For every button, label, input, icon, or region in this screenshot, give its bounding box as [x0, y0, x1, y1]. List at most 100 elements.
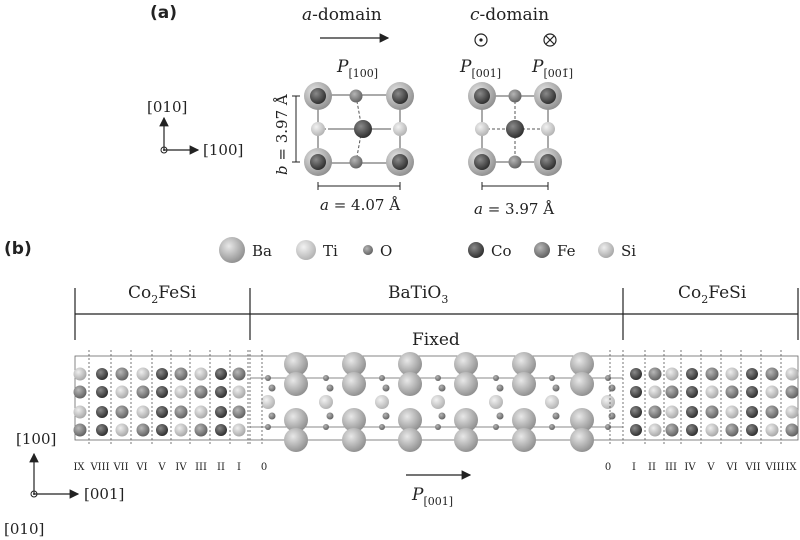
out-of-plane-icon: [474, 33, 488, 47]
si-atom: [785, 405, 799, 419]
superlattice-polarization-label: P[001]: [411, 485, 453, 508]
o-atom: [438, 412, 446, 420]
co-atom: [746, 424, 758, 436]
fe-atom: [725, 385, 739, 399]
o-atom: [268, 384, 276, 392]
ba-core: [310, 88, 326, 104]
o-atom: [475, 122, 489, 136]
panel-a-axes: [010] [100]: [147, 98, 243, 159]
o-atom: [435, 375, 441, 381]
fe-atom: [115, 405, 129, 419]
ba-atom: [512, 408, 536, 432]
fe-atom: [785, 423, 799, 437]
layer-label-left: V: [157, 462, 166, 473]
co-atom: [686, 406, 698, 418]
c-domain-title: c-domain: [470, 5, 549, 25]
ba-atom: [398, 428, 422, 452]
layer-label-right: IX: [785, 462, 797, 473]
co-atom: [686, 386, 698, 398]
layer-label-right: VIII: [764, 462, 784, 473]
layer-label-right: V: [706, 462, 715, 473]
a-domain-polarization-label: P[100]: [336, 57, 378, 80]
ti-atom: [354, 120, 372, 138]
co-atom: [156, 406, 168, 418]
ti-atom: [545, 395, 559, 409]
o-atom: [323, 375, 329, 381]
o-atom: [326, 412, 334, 420]
legend-o-swatch: [363, 245, 373, 255]
co-atom: [215, 368, 227, 380]
c-domain: c-domain P[001] P[001̄]: [459, 5, 573, 218]
into-plane-cross: [545, 35, 555, 45]
ba-core: [392, 154, 408, 170]
fe-atom: [73, 385, 87, 399]
o-atom: [493, 375, 499, 381]
si-atom: [765, 385, 779, 399]
o-atom: [323, 424, 329, 430]
fixed-label: Fixed: [412, 330, 460, 350]
co-atom: [746, 406, 758, 418]
o-atom: [605, 375, 611, 381]
co-atom: [96, 368, 108, 380]
layer-label-left: III: [195, 462, 207, 473]
co-atom: [630, 424, 642, 436]
o-atom: [435, 424, 441, 430]
a-domain: a-domain P[100]: [273, 5, 414, 214]
o-atom: [265, 424, 271, 430]
fe-atom: [194, 385, 208, 399]
si-atom: [725, 367, 739, 381]
ba-core: [540, 154, 556, 170]
fe-atom: [665, 385, 679, 399]
ba-atom: [512, 372, 536, 396]
layer-label-left: II: [217, 462, 225, 473]
o-atom: [493, 424, 499, 430]
si-atom: [73, 367, 87, 381]
ba-core: [540, 88, 556, 104]
c-domain-pol-up-label: P[001]: [459, 57, 501, 80]
legend-o-label: O: [380, 242, 392, 260]
fe-atom: [765, 367, 779, 381]
ti-atom: [375, 395, 389, 409]
panel-b-label: (b): [4, 239, 32, 259]
fe-atom: [232, 367, 246, 381]
layer-label-right: VII: [744, 462, 760, 473]
si-atom: [194, 367, 208, 381]
o-atom: [496, 412, 504, 420]
co-atom: [630, 368, 642, 380]
si-atom: [785, 367, 799, 381]
o-atom: [496, 384, 504, 392]
fe-atom: [705, 367, 719, 381]
layer-label-left: VIII: [89, 462, 109, 473]
legend-si-swatch: [598, 242, 614, 258]
axis-out-of-plane-icon: [160, 146, 168, 154]
legend-fe-label: Fe: [557, 242, 576, 260]
axis-origin-dot: [163, 149, 165, 151]
si-atom: [705, 385, 719, 399]
si-atom: [136, 367, 150, 381]
ba-core: [474, 154, 490, 170]
layer-label-right: VI: [725, 462, 737, 473]
ba-atom: [454, 408, 478, 432]
ba-atom: [570, 408, 594, 432]
fe-atom: [73, 423, 87, 437]
region-brackets: [74, 288, 799, 340]
ba-atom: [570, 352, 594, 376]
ba-atom: [342, 408, 366, 432]
legend-ba-label: Ba: [252, 242, 272, 260]
axis-b-origin-dot: [33, 493, 35, 495]
ba-core: [392, 88, 408, 104]
ba-core: [474, 88, 490, 104]
fe-atom: [115, 367, 129, 381]
ba-atom: [284, 408, 308, 432]
layer-label-left: VI: [135, 462, 147, 473]
co-atom: [156, 368, 168, 380]
fe-atom: [136, 423, 150, 437]
co-atom: [746, 386, 758, 398]
o-atom: [508, 155, 522, 169]
si-atom: [648, 423, 662, 437]
o-atom: [349, 155, 363, 169]
fe-atom: [232, 405, 246, 419]
